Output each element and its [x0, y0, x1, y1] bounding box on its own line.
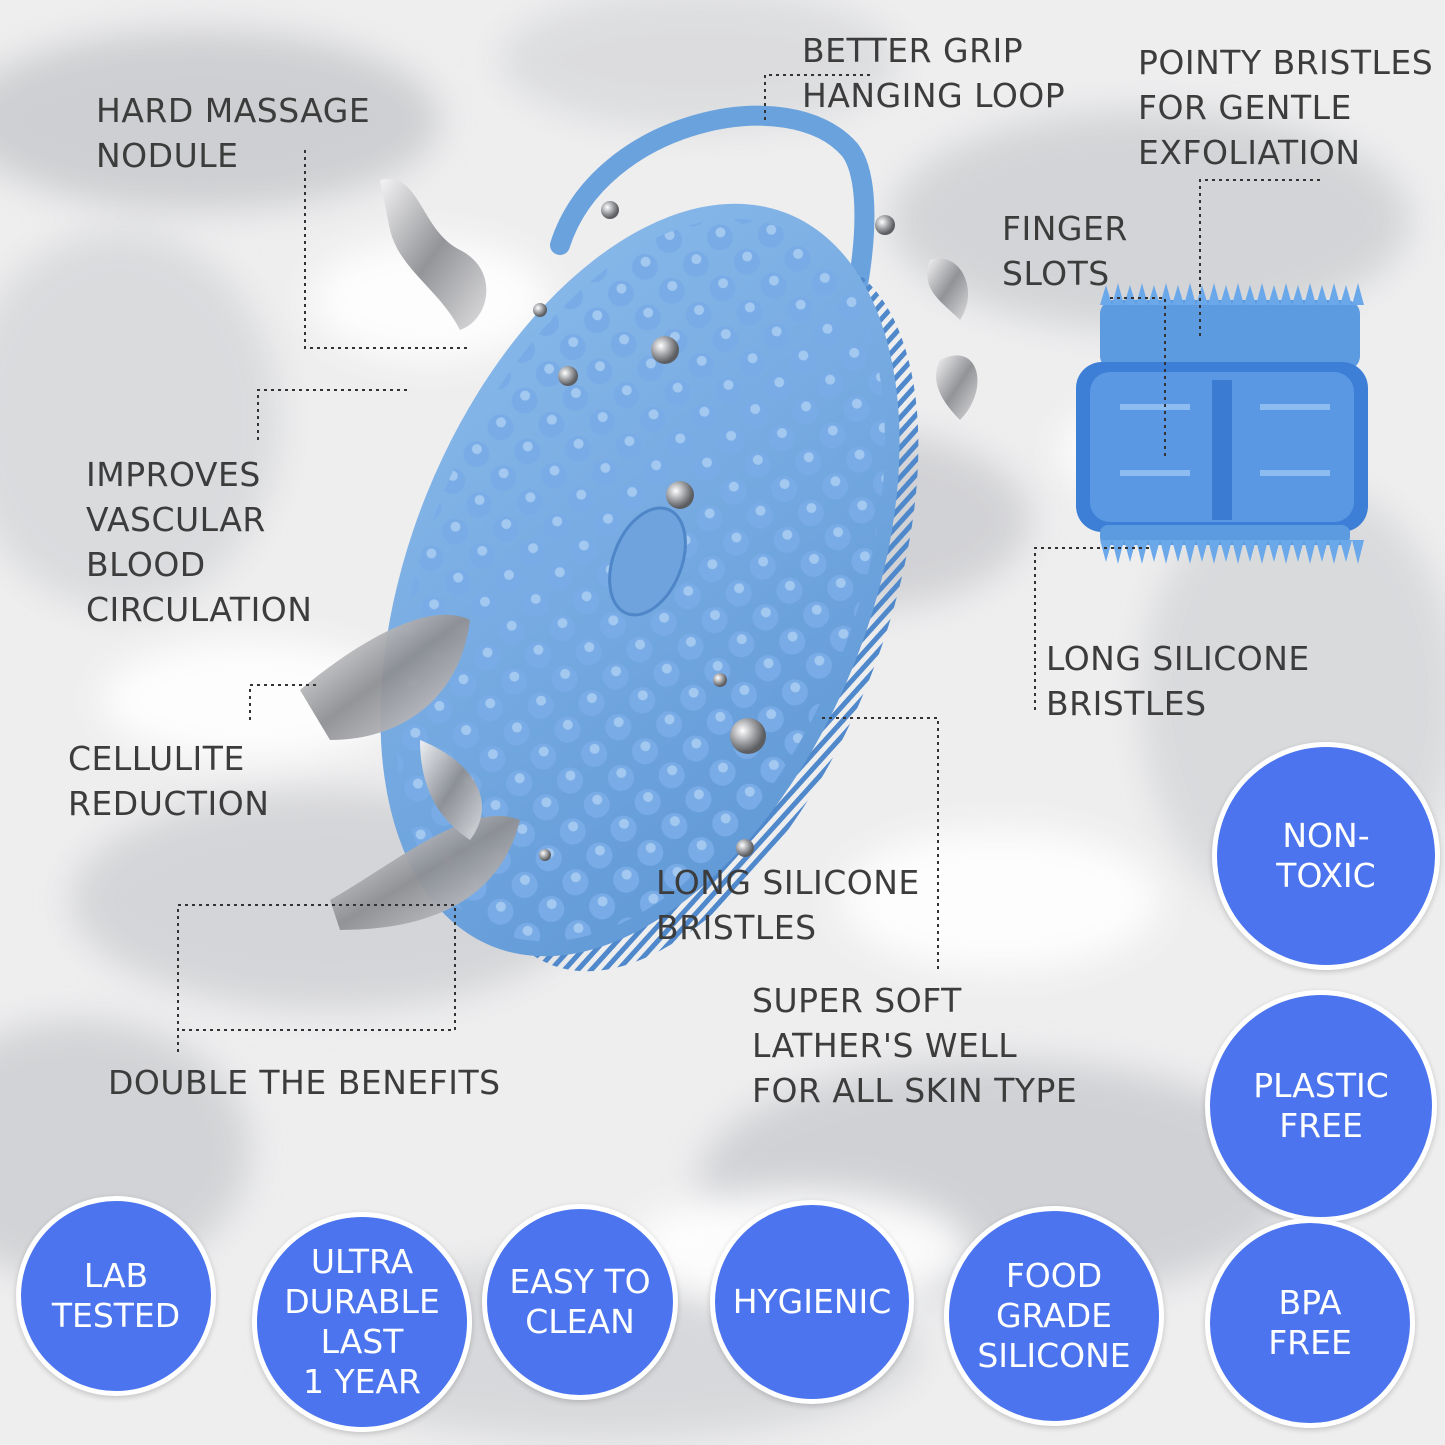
- label-finger-slots: FINGER SLOTS: [1002, 209, 1128, 293]
- label-pointy-bristles: POINTY BRISTLES FOR GENTLE EXFOLIATION: [1138, 43, 1434, 172]
- badge-ultra-durable: ULTRA DURABLE LAST 1 YEAR: [252, 1212, 472, 1432]
- label-super-soft-lather: SUPER SOFT LATHER'S WELL FOR ALL SKIN TY…: [752, 981, 1078, 1110]
- label-hard-massage-nodule: HARD MASSAGE NODULE: [96, 91, 371, 175]
- label-improves-vascular-circulation: IMPROVES VASCULAR BLOOD CIRCULATION: [86, 455, 313, 629]
- badge-hygienic: HYGIENIC: [710, 1200, 914, 1404]
- badge-easy-to-clean: EASY TO CLEAN: [482, 1204, 678, 1400]
- label-better-grip-hanging-loop: BETTER GRIP HANGING LOOP: [802, 31, 1066, 115]
- badge-lab-tested: LAB TESTED: [16, 1196, 216, 1396]
- label-double-the-benefits: DOUBLE THE BENEFITS: [108, 1063, 501, 1102]
- badge-bpa-free: BPA FREE: [1205, 1218, 1415, 1428]
- badge-food-grade-silicone: FOOD GRADE SILICONE: [944, 1206, 1164, 1426]
- badge-plastic-free: PLASTIC FREE: [1205, 990, 1437, 1222]
- label-long-silicone-bristles-center: LONG SILICONE BRISTLES: [656, 863, 920, 947]
- label-cellulite-reduction: CELLULITE REDUCTION: [68, 739, 270, 823]
- badge-non-toxic: NON- TOXIC: [1212, 742, 1440, 970]
- side-view-scrubber: [1076, 283, 1368, 564]
- label-long-silicone-bristles-side: LONG SILICONE BRISTLES: [1046, 639, 1310, 723]
